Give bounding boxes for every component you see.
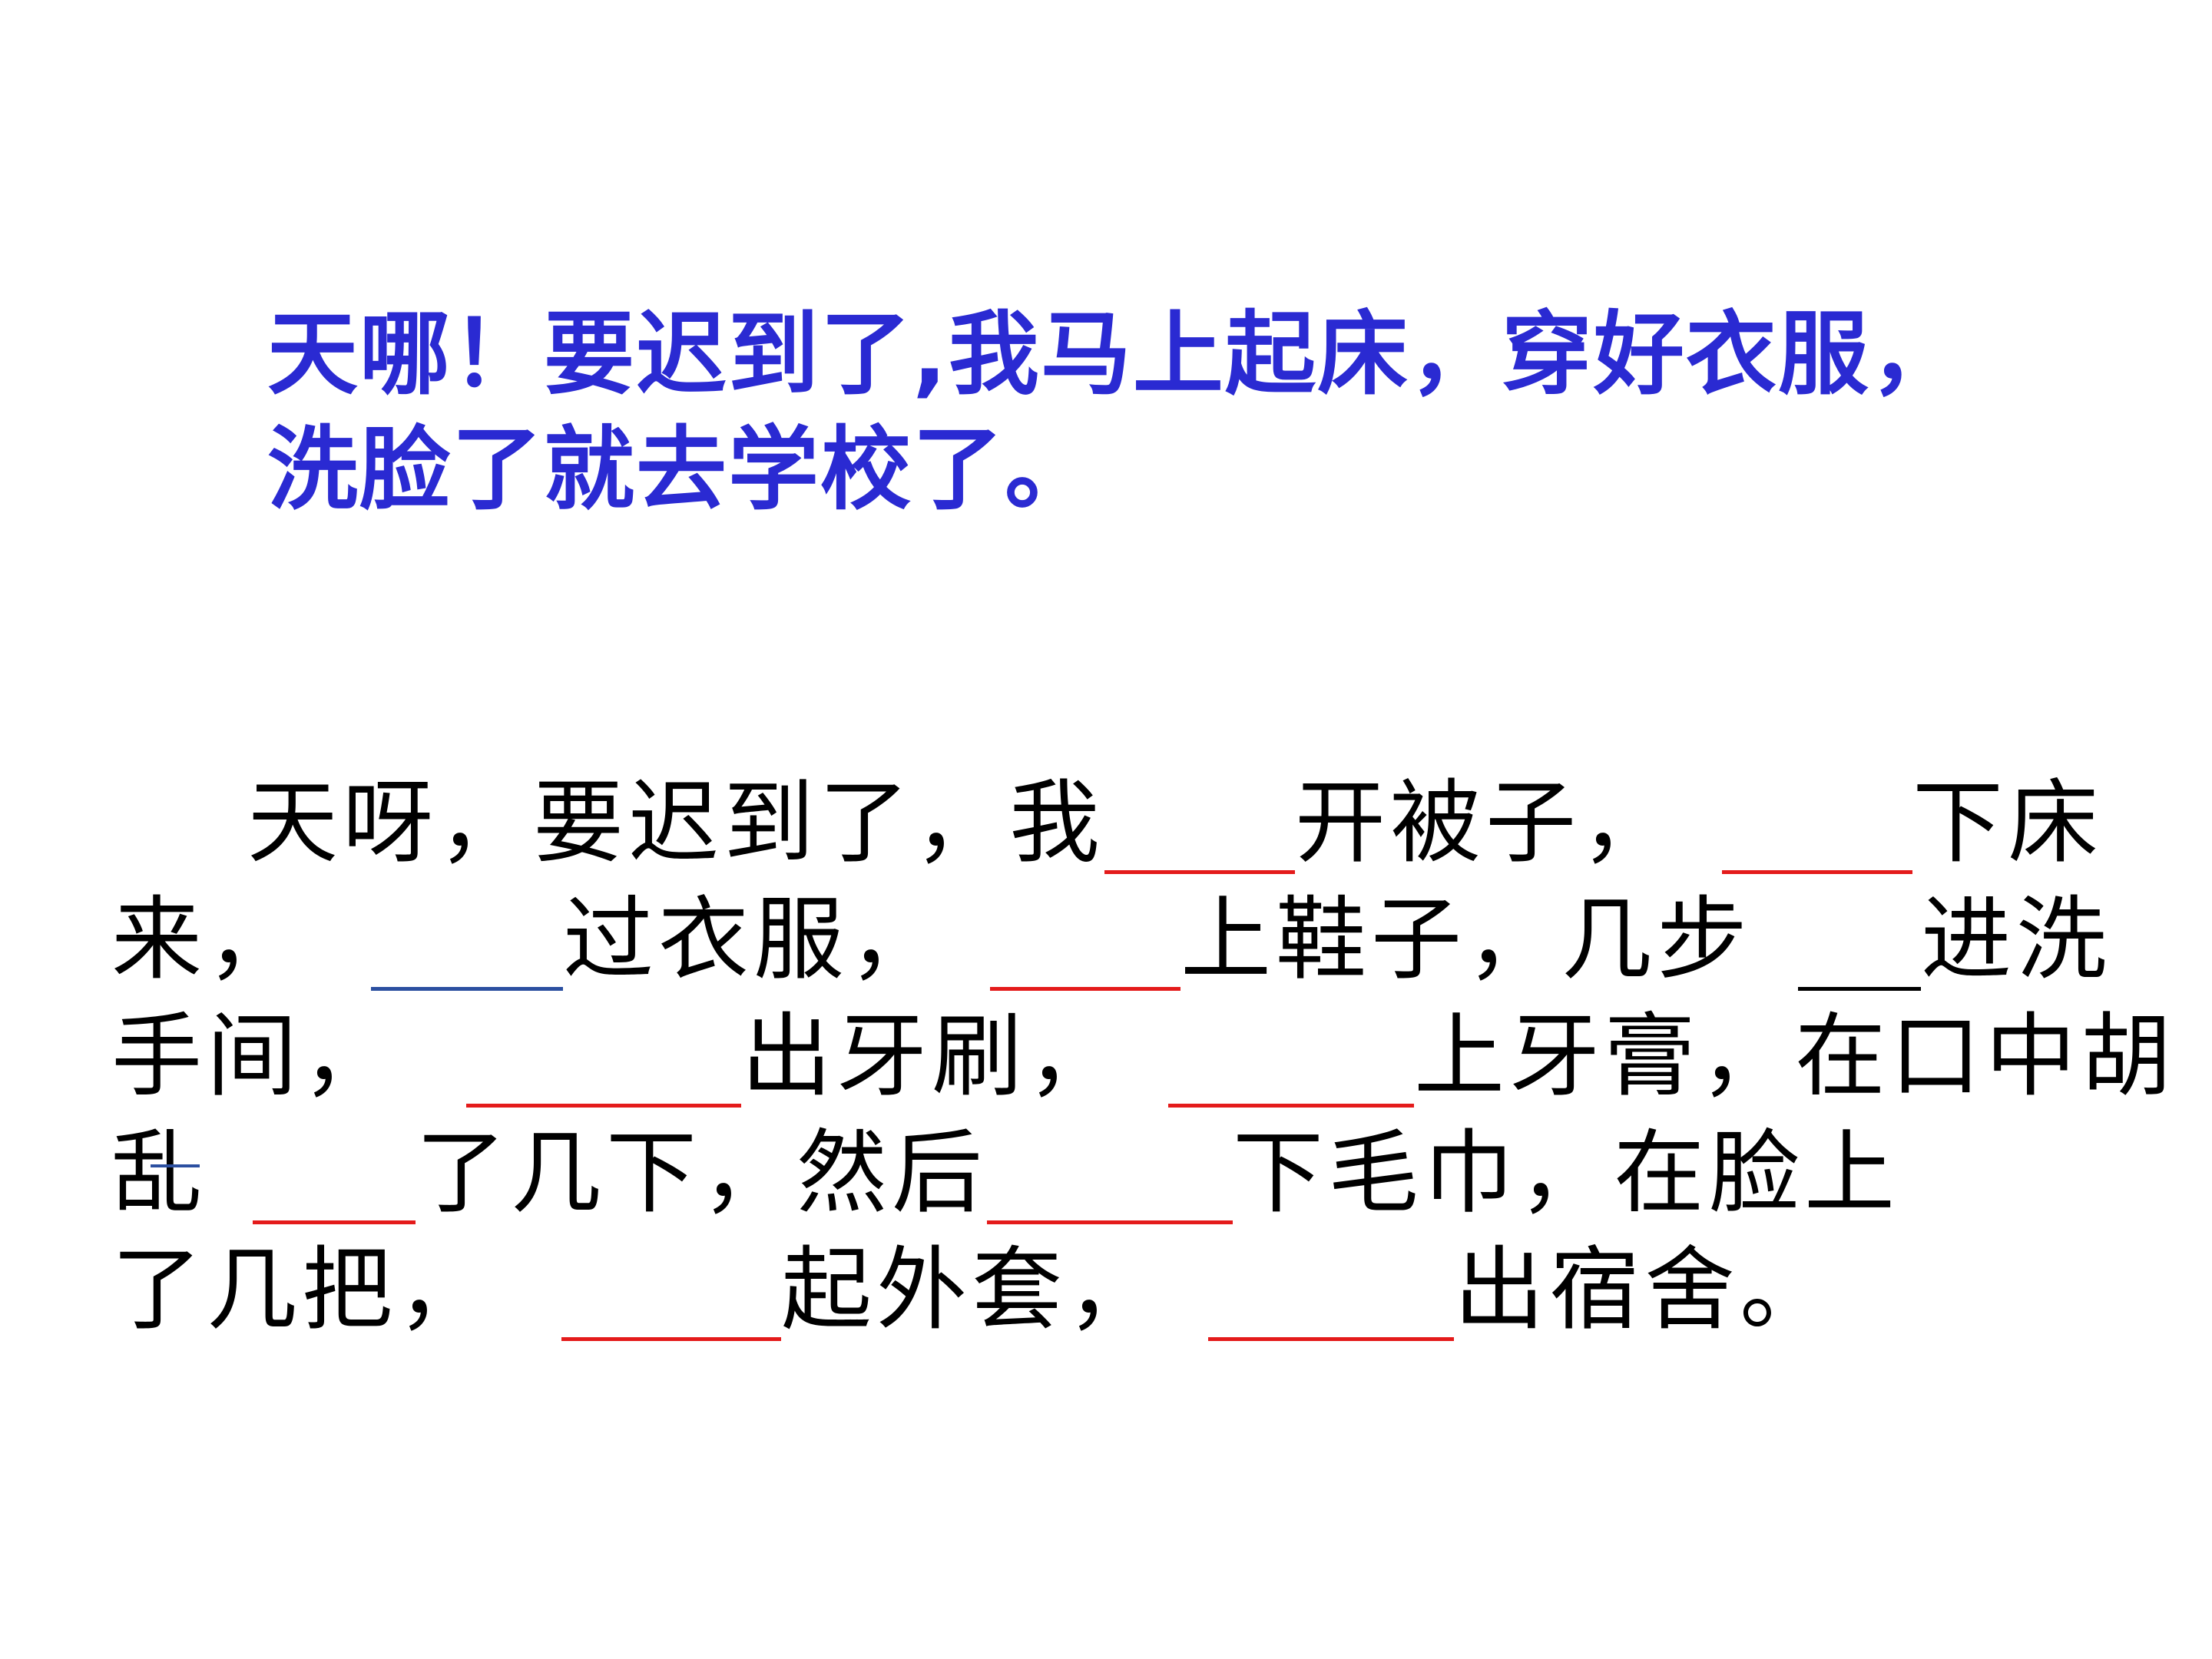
exercise-text: 下床 xyxy=(1912,770,2104,876)
exercise-text: 起外套， xyxy=(781,1237,1163,1343)
fill-blank-1[interactable] xyxy=(1104,783,1296,874)
exercise-text: 了几下，然后 xyxy=(416,1120,988,1226)
exercise-line-4: 乱了几下，然后下毛巾，在脸上 xyxy=(111,1128,1899,1224)
exercise-text: 手间， xyxy=(111,1003,398,1109)
fill-blank-11[interactable] xyxy=(1208,1250,1455,1341)
exercise-text: 上鞋子，几步 xyxy=(1181,886,1753,992)
fill-blank-7[interactable] xyxy=(1168,1017,1415,1108)
exercise-line-5: 了几把，起外套，出宿舍。 xyxy=(111,1244,1835,1341)
exercise-text: 出牙刷， xyxy=(741,1003,1123,1109)
fill-blank-2[interactable] xyxy=(1722,783,1913,874)
exercise-text: 天呀，要迟到了，我 xyxy=(247,770,1105,876)
exercise-line-2: 来，过衣服，上鞋子，几步进洗 xyxy=(111,894,2111,991)
fill-blank-5[interactable] xyxy=(1798,900,1922,991)
exercise-text: 过衣服， xyxy=(563,886,945,992)
example-sentence-line-2: 洗脸了就去学校了。 xyxy=(267,416,1098,522)
stray-underline-mark xyxy=(151,1164,200,1167)
fill-blank-10[interactable] xyxy=(561,1250,782,1341)
fill-blank-6[interactable] xyxy=(466,1017,742,1108)
exercise-line-1: 天呀，要迟到了，我开被子，下床 xyxy=(247,777,2103,874)
exercise-text: 来， xyxy=(111,886,303,992)
exercise-text: 进洗 xyxy=(1921,886,2112,992)
example-sentence-line-1: 天哪！要迟到了,我马上起床，穿好衣服， xyxy=(267,301,1962,407)
exercise-text: 下毛巾，在脸上 xyxy=(1233,1120,1900,1226)
fill-blank-3[interactable] xyxy=(371,900,564,991)
fill-blank-4[interactable] xyxy=(990,900,1181,991)
exercise-text: 上牙膏，在口中胡 xyxy=(1414,1003,2177,1109)
fill-blank-8[interactable] xyxy=(253,1134,416,1224)
exercise-text: 了几把， xyxy=(111,1237,493,1343)
exercise-text: 开被子， xyxy=(1295,770,1677,876)
exercise-text: 出宿舍。 xyxy=(1454,1237,1836,1343)
fill-blank-9[interactable] xyxy=(987,1134,1233,1224)
exercise-text: 乱 xyxy=(111,1120,207,1226)
exercise-line-3: 手间，出牙刷，上牙膏，在口中胡 xyxy=(111,1011,2176,1108)
